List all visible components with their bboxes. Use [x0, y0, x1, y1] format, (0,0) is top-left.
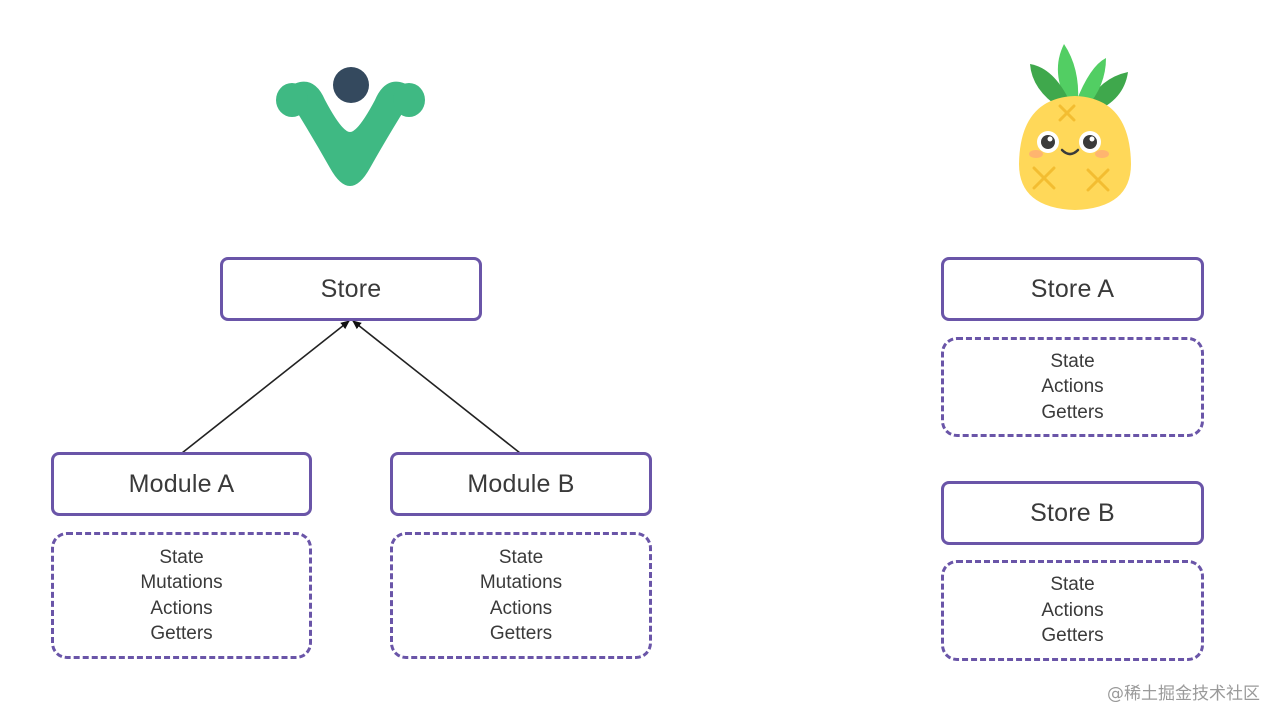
store-a-item-actions: Actions — [1041, 376, 1104, 398]
arrow-module-b-to-store — [352, 320, 521, 454]
watermark-text: @稀土掘金技术社区 — [1107, 684, 1260, 704]
store-b-item-state: State — [1050, 574, 1095, 596]
module-b-box: Module B — [390, 452, 652, 516]
store-b-contents: State Actions Getters — [941, 560, 1204, 661]
store-box: Store — [220, 257, 482, 321]
arrow-module-a-to-store — [181, 320, 350, 454]
module-a-item-getters: Getters — [150, 623, 213, 644]
store-a-item-getters: Getters — [1041, 401, 1104, 423]
module-b-label: Module B — [467, 469, 575, 498]
store-b-item-getters: Getters — [1041, 625, 1104, 647]
module-b-item-getters: Getters — [489, 623, 553, 644]
pinia-logo-icon — [1010, 38, 1140, 216]
module-a-label: Module A — [128, 469, 235, 498]
module-b-item-state: State — [498, 546, 544, 568]
store-a-box: Store A — [941, 257, 1204, 321]
module-a-item-actions: Actions — [150, 597, 213, 619]
module-a-item-mutations: Mutations — [140, 572, 223, 593]
module-a-contents: State Mutations Actions Getters — [51, 532, 312, 659]
module-a-item-state: State — [159, 546, 204, 568]
store-a-contents: State Actions Getters — [941, 337, 1204, 437]
store-a-item-state: State — [1050, 350, 1095, 372]
store-b-item-actions: Actions — [1041, 599, 1104, 621]
module-b-item-actions: Actions — [489, 597, 553, 619]
store-b-box: Store B — [941, 481, 1204, 545]
module-b-contents: State Mutations Actions Getters — [390, 532, 652, 659]
module-b-item-mutations: Mutations — [479, 572, 563, 593]
store-label: Store — [320, 274, 382, 303]
vuex-logo-icon — [270, 60, 435, 190]
module-a-box: Module A — [51, 452, 312, 516]
store-b-label: Store B — [1030, 498, 1115, 527]
store-a-label: Store A — [1030, 274, 1115, 303]
